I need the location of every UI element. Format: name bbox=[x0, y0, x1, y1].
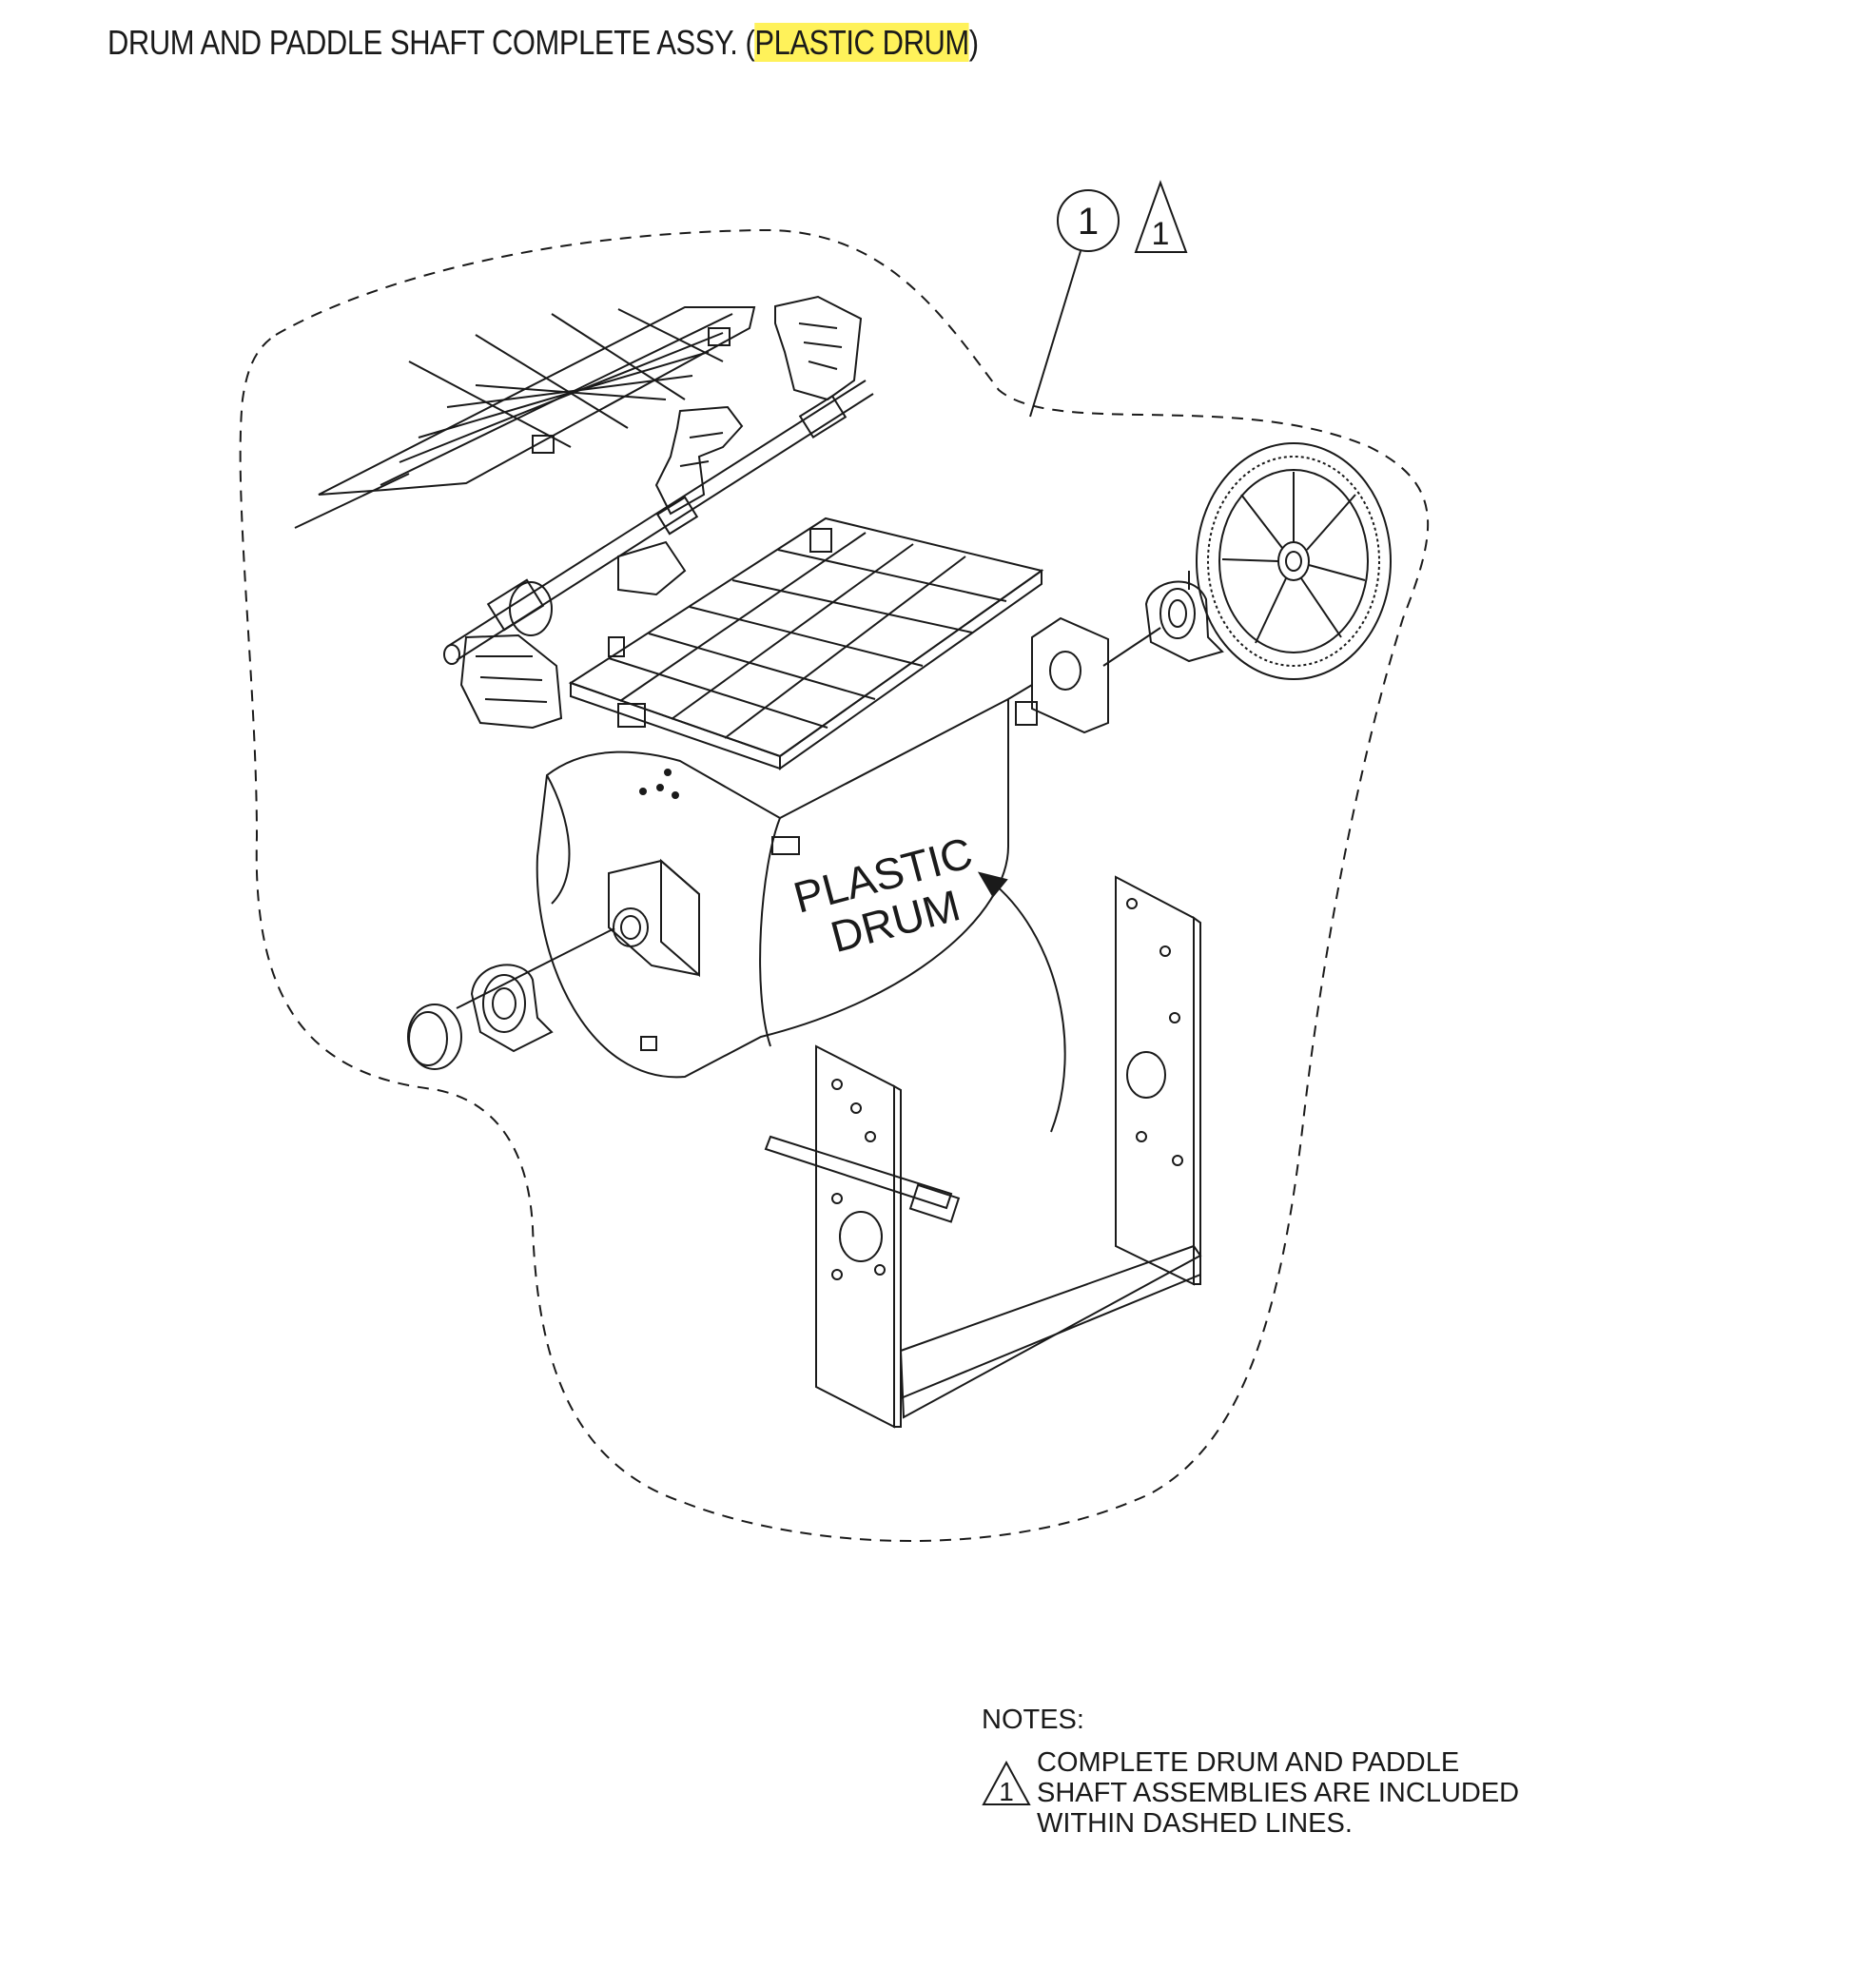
note-text: COMPLETE DRUM AND PADDLE SHAFT ASSEMBLIE… bbox=[1037, 1747, 1519, 1839]
title-highlight: PLASTIC DRUM bbox=[754, 23, 969, 62]
insertion-arrowhead bbox=[977, 871, 1008, 898]
paddle-left bbox=[459, 581, 563, 730]
page-title: DRUM AND PADDLE SHAFT COMPLETE ASSY. (PL… bbox=[107, 23, 979, 63]
notes-block: NOTES: 1 COMPLETE DRUM AND PADDLE SHAFT … bbox=[982, 1705, 1519, 1839]
callout-leader-line bbox=[1029, 250, 1081, 418]
note-triangle-icon: 1 bbox=[982, 1761, 1031, 1806]
item-number-text: 1 bbox=[1078, 201, 1099, 243]
title-main: DRUM AND PADDLE SHAFT COMPLETE ASSY. ( bbox=[107, 23, 755, 62]
note-ref-number: 1 bbox=[999, 1777, 1014, 1806]
paddle-center bbox=[617, 405, 744, 596]
drive-gear bbox=[1196, 442, 1392, 680]
note-line: SHAFT ASSEMBLIES ARE INCLUDED bbox=[1037, 1778, 1520, 1808]
item-number-circle bbox=[1057, 189, 1120, 252]
insertion-arrow bbox=[988, 879, 1066, 1133]
title-close: ) bbox=[968, 23, 979, 62]
upper-grid-guard bbox=[294, 306, 756, 529]
frame-stand bbox=[815, 875, 1202, 1429]
handle-lever bbox=[764, 1135, 961, 1223]
drum-end-bearing-block bbox=[608, 858, 700, 978]
drum-lid-grid bbox=[568, 516, 1044, 770]
plastic-drum-body bbox=[536, 697, 1009, 1079]
note-line: COMPLETE DRUM AND PADDLE bbox=[1037, 1747, 1460, 1778]
paddle-right bbox=[774, 295, 863, 401]
assembly-boundary-dashed-line bbox=[239, 228, 1430, 1542]
note-1: 1 COMPLETE DRUM AND PADDLE SHAFT ASSEMBL… bbox=[982, 1747, 1519, 1839]
paddle-shaft bbox=[443, 380, 874, 665]
notes-heading: NOTES: bbox=[982, 1705, 1084, 1735]
left-bearing-and-cap bbox=[407, 927, 615, 1070]
note-triangle-icon bbox=[1134, 180, 1188, 253]
right-pillow-block-bearing bbox=[1144, 571, 1224, 663]
callout-note-ref-text: 1 bbox=[1152, 216, 1170, 252]
right-bearing-block bbox=[1007, 616, 1161, 734]
note-line: WITHIN DASHED LINES. bbox=[1037, 1808, 1353, 1839]
